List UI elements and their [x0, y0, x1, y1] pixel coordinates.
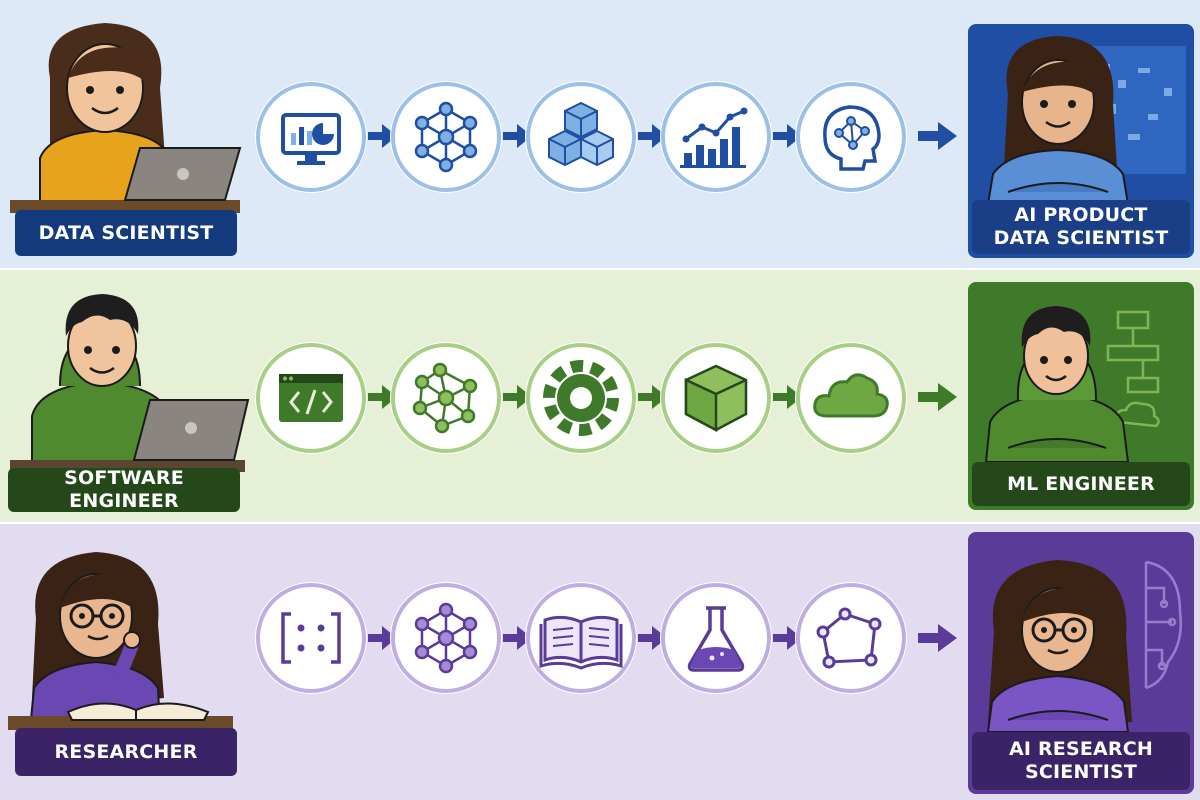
label-ai-product-data-scientist: AI PRODUCT DATA SCIENTIST [972, 200, 1190, 254]
node-research-network[interactable] [390, 582, 502, 694]
arrow-4 [773, 124, 802, 148]
arrow-14 [773, 626, 802, 650]
arrow-3 [638, 124, 667, 148]
arrow-1 [368, 124, 397, 148]
network-graph-icon [412, 362, 478, 434]
ml-engineer-illustration [984, 306, 1160, 462]
path-row-researcher: RESEARCHER [0, 524, 1200, 800]
cubes-icon [548, 101, 614, 167]
node-network-graph[interactable] [390, 342, 502, 454]
label-line-1: AI PRODUCT [1014, 204, 1148, 227]
open-book-icon [539, 615, 623, 670]
cloud-icon [813, 373, 889, 418]
label-line-1: AI RESEARCH [1008, 738, 1154, 761]
matrix-brackets-icon [281, 612, 341, 664]
arrow-9 [773, 385, 802, 409]
node-flask[interactable] [660, 582, 772, 694]
node-neural-network[interactable] [390, 81, 502, 193]
software-engineer-illustration [10, 294, 250, 472]
node-cloud[interactable] [795, 342, 907, 454]
neural-network-icon [414, 602, 478, 674]
node-cubes[interactable] [525, 81, 637, 193]
arrow-7 [503, 385, 532, 409]
node-cube[interactable] [660, 342, 772, 454]
arrow-6 [368, 385, 397, 409]
arrow-13 [638, 626, 667, 650]
path-row-software-engineer: SOFTWARE ENGINEER [0, 270, 1200, 522]
arrow-12 [503, 626, 532, 650]
label-software-engineer: SOFTWARE ENGINEER [8, 467, 240, 512]
node-dashboard[interactable] [255, 81, 367, 193]
data-scientist-illustration [10, 23, 242, 213]
node-brain-network[interactable] [795, 81, 907, 193]
cube-icon [684, 364, 748, 433]
arrow-15 [918, 624, 957, 652]
researcher-illustration [8, 552, 233, 730]
polygon-graph-icon [816, 607, 882, 669]
label-researcher: RESEARCHER [15, 728, 237, 776]
node-open-book[interactable] [525, 582, 637, 694]
code-window-icon [279, 374, 343, 422]
node-matrix[interactable] [255, 582, 367, 694]
gear-icon [543, 360, 619, 436]
brain-network-icon [823, 105, 881, 171]
arrow-8 [638, 385, 667, 409]
growth-chart-icon [680, 107, 748, 168]
label-ml-engineer: ML ENGINEER [972, 462, 1190, 506]
arrow-10 [918, 383, 957, 411]
ai-research-scientist-illustration [986, 560, 1182, 732]
node-polygon-graph[interactable] [795, 582, 907, 694]
target-ai-research-scientist: AI RESEARCH SCIENTIST [968, 532, 1194, 794]
node-gear[interactable] [525, 342, 637, 454]
node-code-window[interactable] [255, 342, 367, 454]
node-growth-chart[interactable] [660, 81, 772, 193]
flask-icon [687, 606, 745, 672]
label-ai-research-scientist: AI RESEARCH SCIENTIST [972, 732, 1190, 790]
arrow-5 [918, 122, 957, 150]
arrow-11 [368, 626, 397, 650]
dashboard-monitor-icon [281, 113, 341, 165]
label-line-2: SCIENTIST [1024, 761, 1138, 783]
label-line-2: DATA SCIENTIST [993, 227, 1169, 249]
ai-product-data-scientist-illustration [986, 36, 1186, 204]
neural-network-icon [414, 101, 478, 173]
target-ai-product-data-scientist: AI PRODUCT DATA SCIENTIST [968, 24, 1194, 258]
label-data-scientist: DATA SCIENTIST [15, 210, 237, 256]
target-ml-engineer: ML ENGINEER [968, 282, 1194, 510]
path-row-data-scientist: DATA SCIENTIST [0, 0, 1200, 268]
arrow-2 [503, 124, 532, 148]
